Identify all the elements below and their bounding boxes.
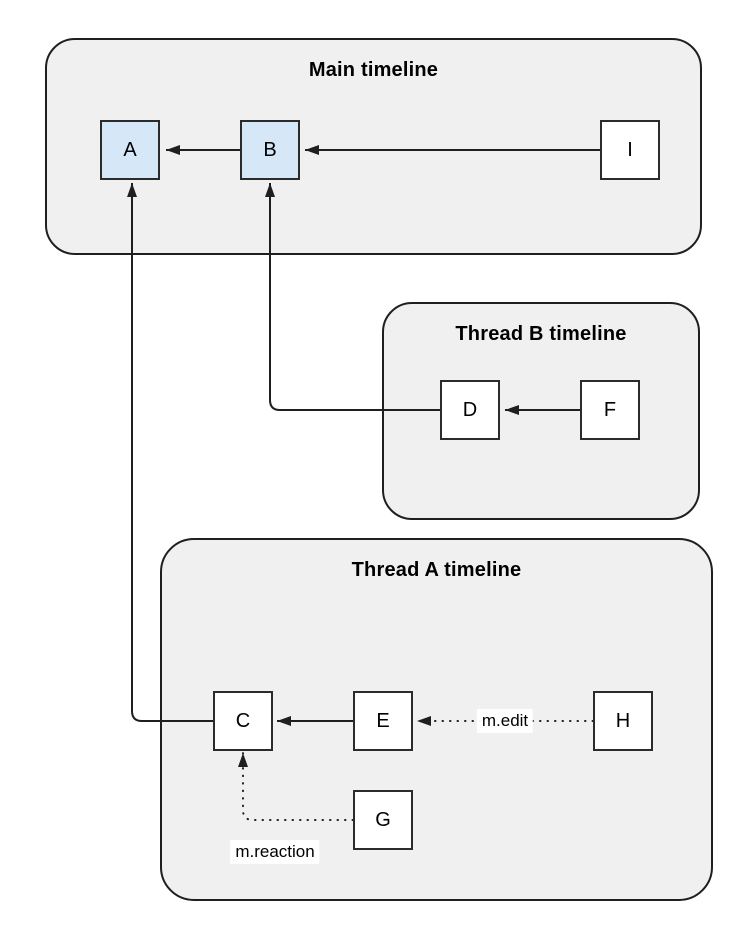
edge-label-m-reaction: m.reaction xyxy=(230,840,320,864)
node-b-label: B xyxy=(263,138,277,161)
node-i-label: I xyxy=(627,138,633,161)
node-d: D xyxy=(440,380,500,440)
node-e: E xyxy=(353,691,413,751)
node-e-label: E xyxy=(376,709,390,732)
node-h: H xyxy=(593,691,653,751)
node-f-label: F xyxy=(603,398,617,421)
node-a-label: A xyxy=(123,138,137,161)
main-timeline-title: Main timeline xyxy=(308,59,439,81)
node-a: A xyxy=(100,120,160,180)
node-d-label: D xyxy=(462,398,478,421)
node-c-label: C xyxy=(235,709,251,732)
node-c: C xyxy=(213,691,273,751)
container-thread-b-timeline: Thread B timeline xyxy=(382,302,700,520)
node-g: G xyxy=(353,790,413,850)
node-b: B xyxy=(240,120,300,180)
edge-label-m-edit: m.edit xyxy=(476,709,534,733)
node-g-label: G xyxy=(375,808,391,831)
thread-a-timeline-title: Thread A timeline xyxy=(351,559,522,581)
node-i: I xyxy=(600,120,660,180)
node-h-label: H xyxy=(615,709,631,732)
thread-b-timeline-title: Thread B timeline xyxy=(455,323,627,345)
node-f: F xyxy=(580,380,640,440)
